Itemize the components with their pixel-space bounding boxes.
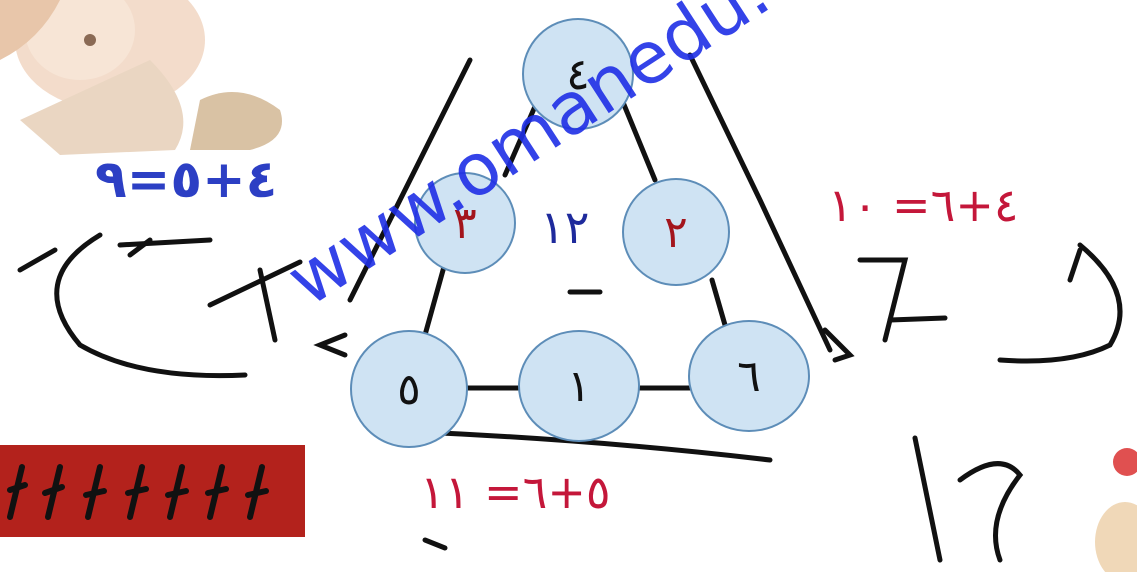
baby-illustration (0, 0, 300, 155)
corner-decoration (1095, 448, 1137, 572)
node-left-middle: ٣ (414, 172, 516, 274)
node-top: ٤ (522, 18, 634, 130)
red-answer-strip (0, 445, 305, 537)
bottom-equation: ٥+٦= ١١ (420, 465, 611, 519)
right-equation: ٤+٦= ١٠ (828, 178, 1019, 232)
node-right-middle: ٢ (622, 178, 730, 286)
node-bottom-middle: ١ (518, 330, 640, 442)
left-equation: ٤+٥=٩ (95, 150, 278, 210)
node-bottom-left: ٥ (350, 330, 468, 448)
node-bottom-right: ٦ (688, 320, 810, 432)
center-sum: ١٢ (540, 200, 590, 254)
watermark-text: www.omanedu.com (272, 0, 913, 323)
tally-marks-icon (7, 464, 269, 520)
